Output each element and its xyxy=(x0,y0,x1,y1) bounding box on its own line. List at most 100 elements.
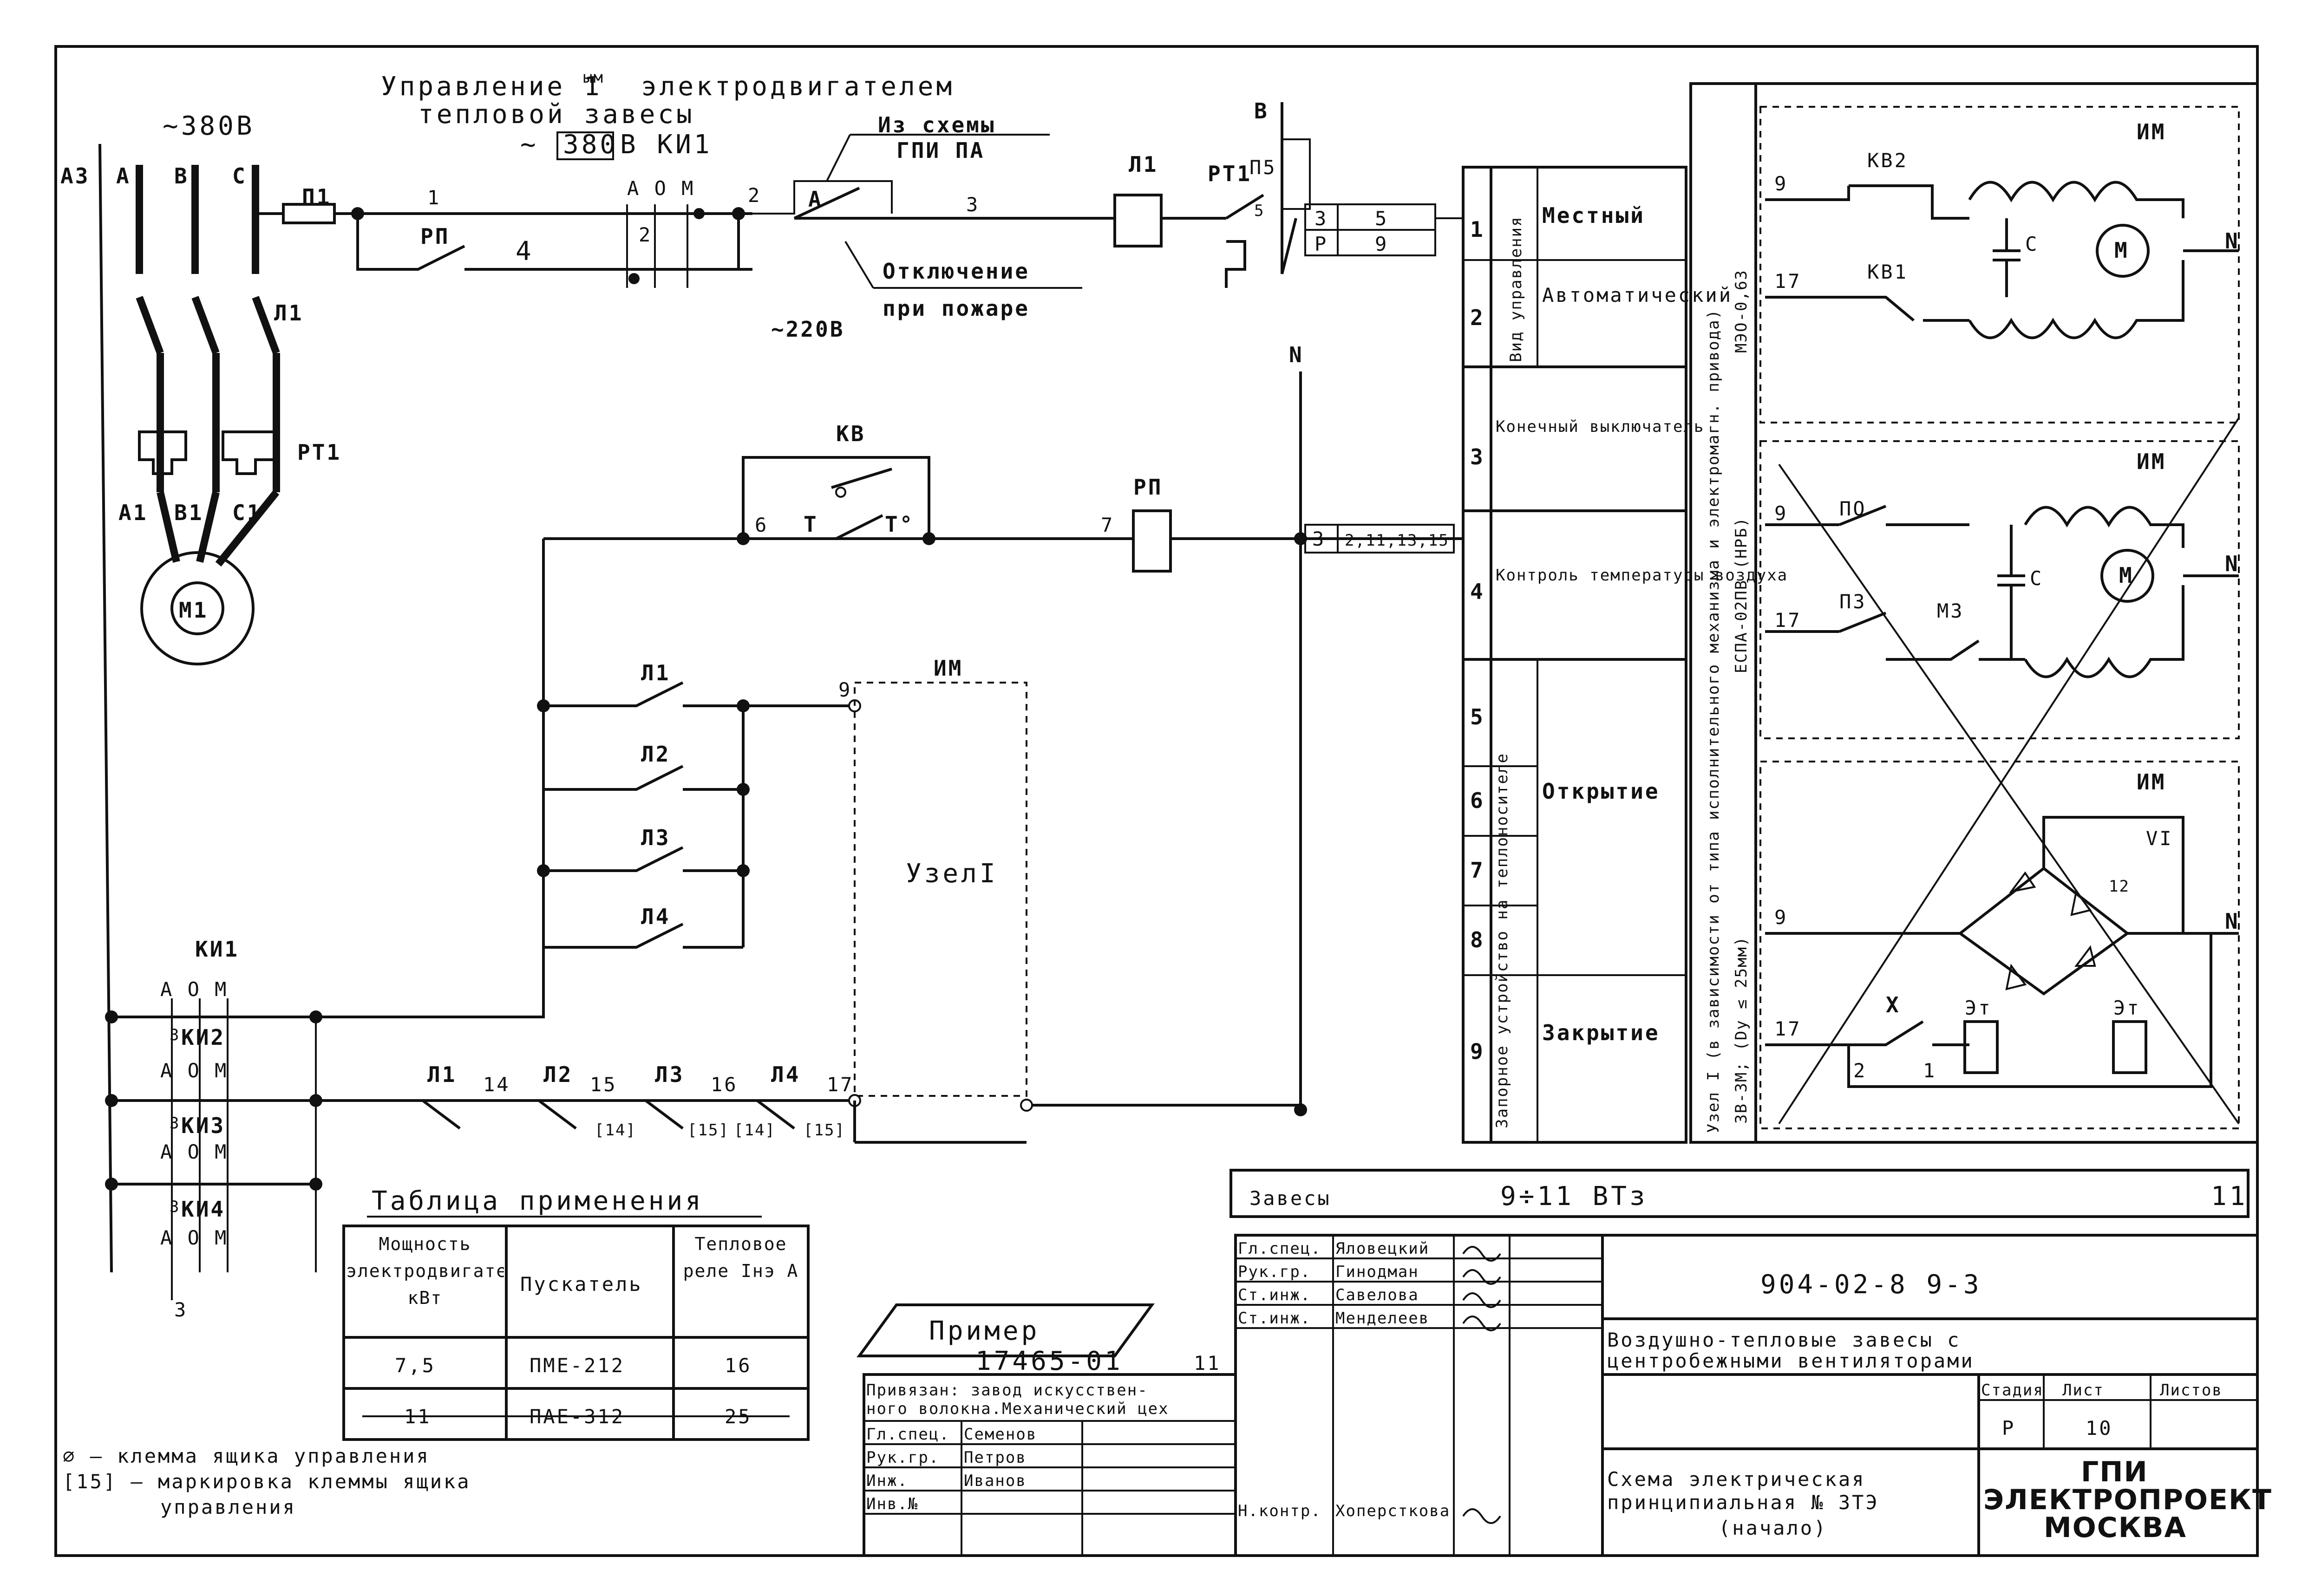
relay-rt1-label: РТ1 xyxy=(1208,161,1252,186)
bracket-15a: [15] xyxy=(687,1121,729,1140)
junction xyxy=(309,1178,322,1191)
p5-blade xyxy=(1281,218,1297,274)
signatures xyxy=(1462,1246,1501,1524)
panel-1-im: ИМ xyxy=(2137,119,2166,144)
sheet-mark: 11 xyxy=(2211,1181,2248,1212)
stamp-name-0: Яловецкий xyxy=(1335,1239,1429,1258)
binding-line2: ного волокна.Механический цех xyxy=(866,1400,1169,1418)
rp-contact-label: РП xyxy=(420,224,450,249)
panel-1-feeds xyxy=(1765,186,1850,299)
bracket-14b: [14] xyxy=(734,1121,776,1140)
panel-2-box xyxy=(1759,440,2240,739)
terminal-11: 9 xyxy=(1375,233,1388,255)
voltage-220: ~220В xyxy=(771,317,844,342)
p1-c: С xyxy=(2025,233,2039,255)
ki2-pos: А О М xyxy=(160,1059,228,1082)
app-header-3-wrap: Тепловое реле Iнэ А xyxy=(683,1234,798,1281)
ser-contact-l1 xyxy=(422,1099,461,1130)
binding-code: 17465-01 xyxy=(975,1346,1123,1376)
panel-2-capacitor xyxy=(1997,525,2025,659)
project-line2: центробежными вентиляторами xyxy=(1607,1349,1975,1372)
drawing-line2: принципиальная № 3ТЭ xyxy=(1607,1491,1879,1514)
actuators-frame xyxy=(1689,82,2259,1144)
stamp-name-3: Менделеев xyxy=(1335,1309,1429,1328)
par-l3: Л3 xyxy=(641,825,670,850)
par-l1: Л1 xyxy=(641,660,670,685)
panel-3-diodes xyxy=(2005,871,2096,990)
coil-l1-label: Л1 xyxy=(1129,152,1158,177)
panel-1-type: МЭО-0,63 xyxy=(1732,269,1751,353)
panel-1-contacts xyxy=(1849,184,1969,322)
wire-7-label: 7 xyxy=(1101,514,1114,536)
left-feed xyxy=(316,539,545,1018)
bracket-14a: [14] xyxy=(595,1121,636,1140)
wire-16-label: 16 xyxy=(711,1073,738,1096)
thermal-element-a xyxy=(138,430,187,475)
mode-num-4: 4 xyxy=(1470,579,1485,604)
rp-coil xyxy=(1132,509,1172,573)
wire-1-label: 1 xyxy=(427,186,441,209)
junction xyxy=(1294,1103,1307,1116)
bind-role-3: Инв.№ xyxy=(866,1495,918,1513)
phase-out-a1: А1 xyxy=(118,500,148,525)
panel-1-coil-top xyxy=(1968,181,2184,218)
title-line1: Управление 1 xyxy=(381,72,602,102)
junction xyxy=(737,864,750,877)
mode-num-5: 5 xyxy=(1470,704,1485,730)
par-contact-l4 xyxy=(543,923,743,949)
mode-label-9: Закрытие xyxy=(1542,1020,1660,1045)
p3-n: N xyxy=(2225,909,2240,934)
org-line1: ГПИ xyxy=(2081,1456,2148,1488)
mode-num-1: 1 xyxy=(1470,217,1485,242)
mode-num-8: 8 xyxy=(1470,927,1485,952)
bind-role-0: Гл.спец. xyxy=(866,1425,950,1444)
ser-l3: Л3 xyxy=(655,1062,684,1087)
motor-label: М1 xyxy=(179,598,208,623)
p3-term-9: 9 xyxy=(1774,906,1788,929)
p1-term-17: 17 xyxy=(1774,270,1802,293)
motor-outer xyxy=(140,551,255,665)
middle-control: N КВ 6 Т Т° 7 РП 3 2,11,13,15 Л1 9 Л2 xyxy=(105,342,1463,1321)
rp-coil-label: РП xyxy=(1133,475,1163,500)
mode-num-3: 3 xyxy=(1470,444,1485,469)
wire-15-label: 15 xyxy=(590,1073,617,1096)
scheme-switch-blade xyxy=(793,187,860,220)
title-line3-prefix: ~ xyxy=(520,130,539,160)
binding-line1: Привязан: завод искусствен- xyxy=(866,1381,1148,1400)
panel-3-coil-b xyxy=(2112,1020,2147,1074)
im-node-box xyxy=(854,682,1027,1097)
terminal-00: 3 xyxy=(1314,207,1328,230)
org-line2: ЭЛЕКТРОПРОЕКТ xyxy=(1983,1484,2272,1516)
p3-x: Х xyxy=(1886,992,1901,1017)
junction xyxy=(105,1010,118,1023)
n-control-role: Н.контр. xyxy=(1238,1502,1321,1520)
ser-contact-l3 xyxy=(645,1099,684,1130)
app-header-1-wrap: Мощность электродвигателя, кВт xyxy=(346,1234,504,1308)
p3-12: 12 xyxy=(2109,877,2130,896)
modes-frame xyxy=(1462,166,1687,1144)
modes-side-label: Запорное устройство на теплоносителе xyxy=(1493,753,1511,1128)
ki1-wire-2-label: 2 xyxy=(639,223,652,246)
p2-c: С xyxy=(2030,567,2043,590)
im-terminal-n xyxy=(1020,1099,1033,1112)
bind-role-2: Инж. xyxy=(866,1472,908,1490)
mode-num-2: 2 xyxy=(1470,305,1485,330)
legend-line1: ⌀ – клемма ящика управления xyxy=(63,1445,430,1467)
bracket-15b: [15] xyxy=(804,1121,845,1140)
kv-pivot xyxy=(835,487,846,498)
phase-out-b1: В1 xyxy=(174,500,203,525)
thermal-element-c xyxy=(222,430,275,475)
title-line1-end: электродвигателем xyxy=(641,72,955,102)
strike-line-2 xyxy=(1778,417,2240,1125)
par-l4: Л4 xyxy=(641,904,670,929)
app-table-frame xyxy=(342,1225,810,1441)
panel-3-coil-a xyxy=(1963,1020,1999,1074)
bind-role-1: Рук.гр. xyxy=(866,1448,939,1467)
contact-blade-c xyxy=(252,296,280,354)
panel-2-coil-bottom xyxy=(2024,585,2184,678)
panel-3-feeds xyxy=(1765,932,1969,1046)
ki2-label: КИ2 xyxy=(181,1025,225,1050)
p5-label: П5 xyxy=(1249,156,1277,179)
scheme-box xyxy=(752,180,893,215)
